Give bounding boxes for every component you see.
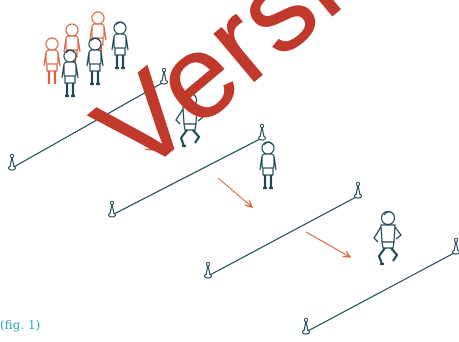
player-icon [176, 94, 203, 147]
player-icon [87, 38, 103, 84]
player-icon [44, 38, 60, 84]
cone-icon [355, 182, 362, 198]
arrow-1 [108, 122, 152, 150]
cone-icon [259, 124, 266, 140]
arrow-2 [218, 178, 252, 207]
cone-icon [9, 154, 16, 170]
cone-icon [161, 68, 168, 84]
figure-caption: (fig. 1) [0, 318, 40, 332]
cone-icon [205, 262, 212, 278]
cone-icon [109, 201, 116, 217]
arrow-3 [306, 232, 350, 257]
player-icon [260, 142, 276, 188]
player-icon [112, 22, 128, 68]
line-1 [12, 82, 164, 168]
cone-icon [303, 318, 310, 334]
cone-icon [453, 238, 459, 254]
player-icon [374, 212, 401, 265]
player-icon [62, 50, 78, 96]
line-3 [208, 196, 358, 276]
line-2 [112, 138, 262, 215]
